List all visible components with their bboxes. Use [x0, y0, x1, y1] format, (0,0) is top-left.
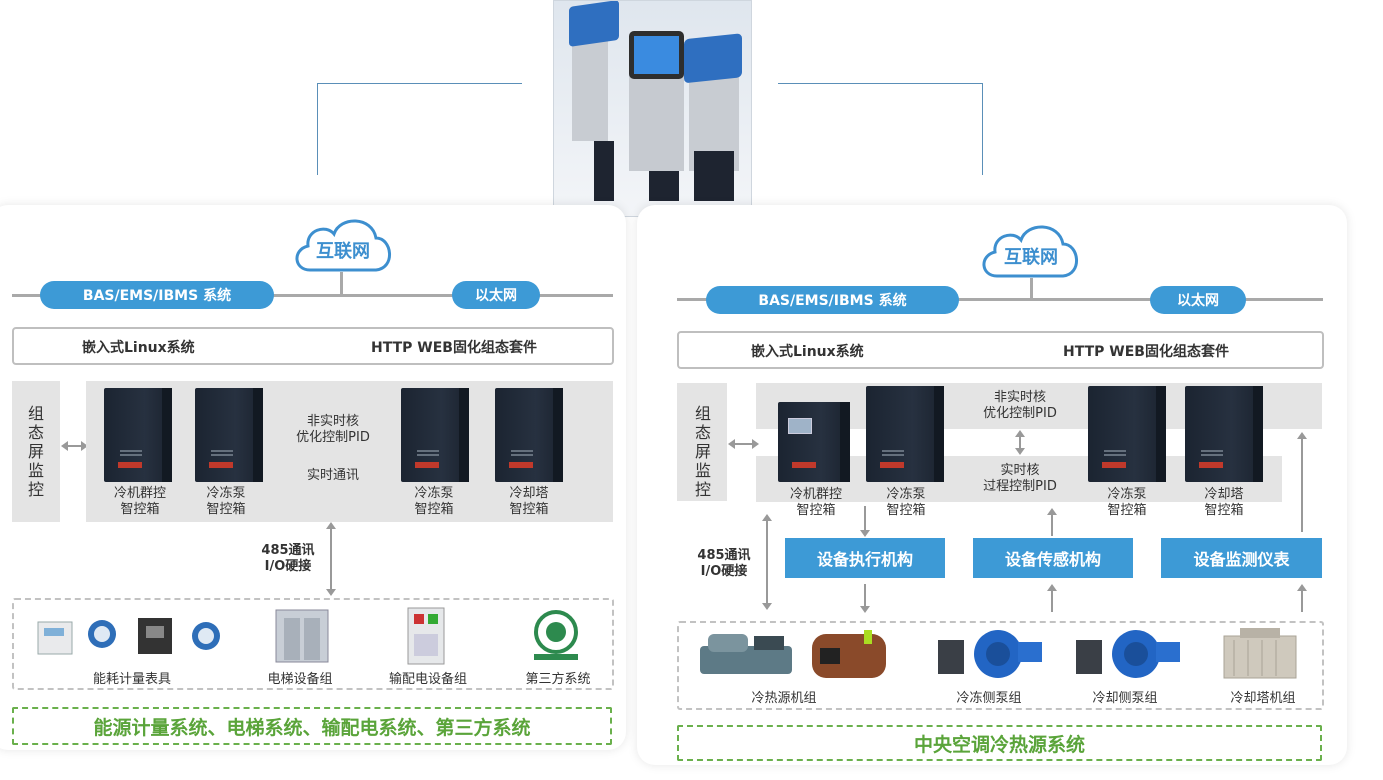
monitor-box — [12, 381, 60, 522]
connector-line-right — [778, 83, 983, 84]
cabinet-r3-label: 冷冻泵智控箱 — [1107, 487, 1147, 518]
hvac-device-group-box — [677, 621, 1324, 710]
cloud-icon — [295, 219, 391, 272]
cabinet-r1 — [778, 402, 850, 482]
non-realtime-core-label-right: 非实时核优化控制PID — [983, 390, 1057, 421]
chilled-pump-icon — [938, 630, 1042, 678]
cabinet-r4-label: 冷却塔智控箱 — [1204, 487, 1244, 518]
http-label: HTTP WEB固化组态套件 — [371, 340, 537, 356]
http-label-right: HTTP WEB固化组态套件 — [1063, 344, 1229, 360]
linux-label: 嵌入式Linux系统 — [82, 340, 195, 356]
ethernet-pill: 以太网 — [452, 281, 540, 309]
cabinet-r3 — [1088, 386, 1166, 482]
network-bus-line-right — [677, 298, 1323, 301]
connector-line-right-down — [982, 83, 983, 175]
cloud-connector-right — [1030, 278, 1033, 300]
network-bus-line — [12, 294, 613, 297]
device-label-elevator: 电梯设备组 — [267, 672, 333, 687]
core-link-arrow — [1019, 436, 1021, 450]
left-system-title: 能源计量系统、电梯系统、输配电系统、第三方系统 — [12, 707, 612, 745]
cloud-icon-right — [982, 225, 1078, 278]
cabinet-1 — [104, 388, 172, 482]
connector-line-left — [317, 83, 522, 84]
cabinet-r2-label: 冷冻泵智控箱 — [886, 487, 926, 518]
cloud-connector — [340, 272, 343, 296]
realtime-core-label-right: 实时核过程控制PID — [983, 463, 1057, 494]
monitor-arrow-right — [733, 443, 755, 445]
monitor-arrow — [66, 445, 84, 447]
device-group-box — [12, 598, 614, 690]
linux-bar: 嵌入式Linux系统 HTTP WEB固化组态套件 — [12, 327, 614, 365]
realtime-comm-label: 实时通讯 — [306, 468, 359, 483]
cabinet-3 — [401, 388, 469, 482]
cooling-tower-icon — [1223, 628, 1297, 679]
connector-line-left-down — [317, 83, 318, 175]
monitor-label: 组态屏监控 — [27, 404, 44, 499]
comm-arrow — [330, 528, 332, 590]
non-realtime-core-label: 非实时核优化控制PID — [296, 414, 370, 445]
chiller-boiler-icon — [700, 630, 886, 678]
cabinet-3-label: 冷冻泵智控箱 — [414, 486, 454, 517]
device-label-third-party: 第三方系统 — [525, 672, 591, 687]
device-label-meters: 能耗计量表具 — [92, 672, 171, 687]
device-label-power: 输配电设备组 — [388, 672, 467, 687]
third-party-system-icon — [534, 610, 578, 660]
kiosk-terminals-icon — [569, 0, 742, 201]
monitor-instrument-box: 设备监测仪表 — [1161, 538, 1322, 578]
internet-label: 互联网 — [316, 241, 370, 262]
monitor-label-right: 组态屏监控 — [694, 404, 711, 499]
cabinet-2 — [195, 388, 263, 482]
actuator-box: 设备执行机构 — [785, 538, 945, 578]
monitor-box-right — [677, 383, 727, 501]
comm-arrow-right — [766, 520, 768, 604]
linux-bar-right: 嵌入式Linux系统 HTTP WEB固化组态套件 — [677, 331, 1324, 369]
cabinet-r1-label: 冷机群控智控箱 — [789, 487, 842, 518]
ethernet-pill-right: 以太网 — [1150, 286, 1246, 314]
internet-label-right: 互联网 — [1004, 247, 1058, 268]
device-label-chilled-pump: 冷冻侧泵组 — [956, 691, 1022, 706]
cooling-pump-icon — [1076, 630, 1180, 678]
bas-system-pill-right: BAS/EMS/IBMS 系统 — [706, 286, 959, 314]
cabinet-2-label: 冷冻泵智控箱 — [206, 486, 246, 517]
sensor-box: 设备传感机构 — [973, 538, 1133, 578]
device-label-cooling-tower: 冷却塔机组 — [1230, 691, 1296, 706]
switchgear-icon — [407, 607, 445, 665]
device-label-chiller: 冷热源机组 — [751, 691, 817, 706]
kiosk-image — [553, 0, 752, 217]
meter-devices-icon — [37, 618, 220, 655]
right-system-title: 中央空调冷热源系统 — [677, 725, 1322, 761]
cabinet-r4 — [1185, 386, 1263, 482]
linux-label-right: 嵌入式Linux系统 — [751, 344, 864, 360]
cabinet-r2 — [866, 386, 944, 482]
elevator-icon — [275, 609, 329, 663]
cabinet-1-label: 冷机群控智控箱 — [113, 486, 166, 517]
cabinet-4-label: 冷却塔智控箱 — [509, 486, 549, 517]
device-label-cooling-pump: 冷却侧泵组 — [1092, 691, 1158, 706]
cabinet-4 — [495, 388, 563, 482]
bas-system-pill: BAS/EMS/IBMS 系统 — [40, 281, 274, 309]
